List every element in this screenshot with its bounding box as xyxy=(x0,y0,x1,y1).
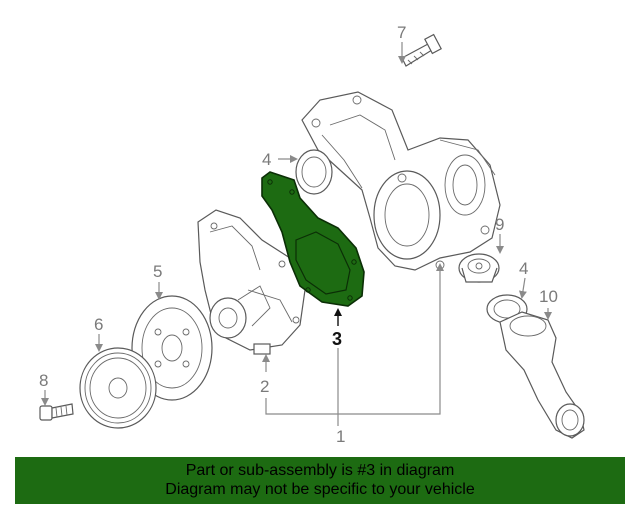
leader-lines xyxy=(41,42,552,426)
callout-3: 3 xyxy=(332,329,342,349)
o-ring-part-4a[interactable] xyxy=(295,149,333,195)
banner-line-1: Part or sub-assembly is #3 in diagram xyxy=(185,462,455,479)
parts-diagram: 1 2 3 4 4 5 6 7 8 9 10 xyxy=(39,23,585,446)
callout-4b: 4 xyxy=(519,259,528,278)
callout-4a: 4 xyxy=(262,150,271,169)
callout-7: 7 xyxy=(397,23,406,42)
gasket-part-3[interactable] xyxy=(261,171,365,307)
callout-1: 1 xyxy=(336,427,345,446)
housing-part-1[interactable] xyxy=(301,91,501,271)
bolt-part-7[interactable] xyxy=(401,33,442,67)
banner-line-2: Diagram may not be specific to your vehi… xyxy=(165,481,475,498)
bolt-part-8[interactable] xyxy=(39,403,74,421)
callout-2: 2 xyxy=(260,377,269,396)
callout-9: 9 xyxy=(495,215,504,234)
outlet-pipe-part-10[interactable] xyxy=(499,311,585,439)
callout-10: 10 xyxy=(539,287,558,306)
pulley-part-6[interactable] xyxy=(79,347,157,429)
callout-8: 8 xyxy=(39,371,48,390)
water-pump-part-2[interactable] xyxy=(197,209,306,355)
callout-6: 6 xyxy=(94,315,103,334)
callout-5: 5 xyxy=(153,262,162,281)
thermostat-part-9[interactable] xyxy=(458,253,500,283)
info-banner: Part or sub-assembly is #3 in diagram Di… xyxy=(15,457,625,504)
